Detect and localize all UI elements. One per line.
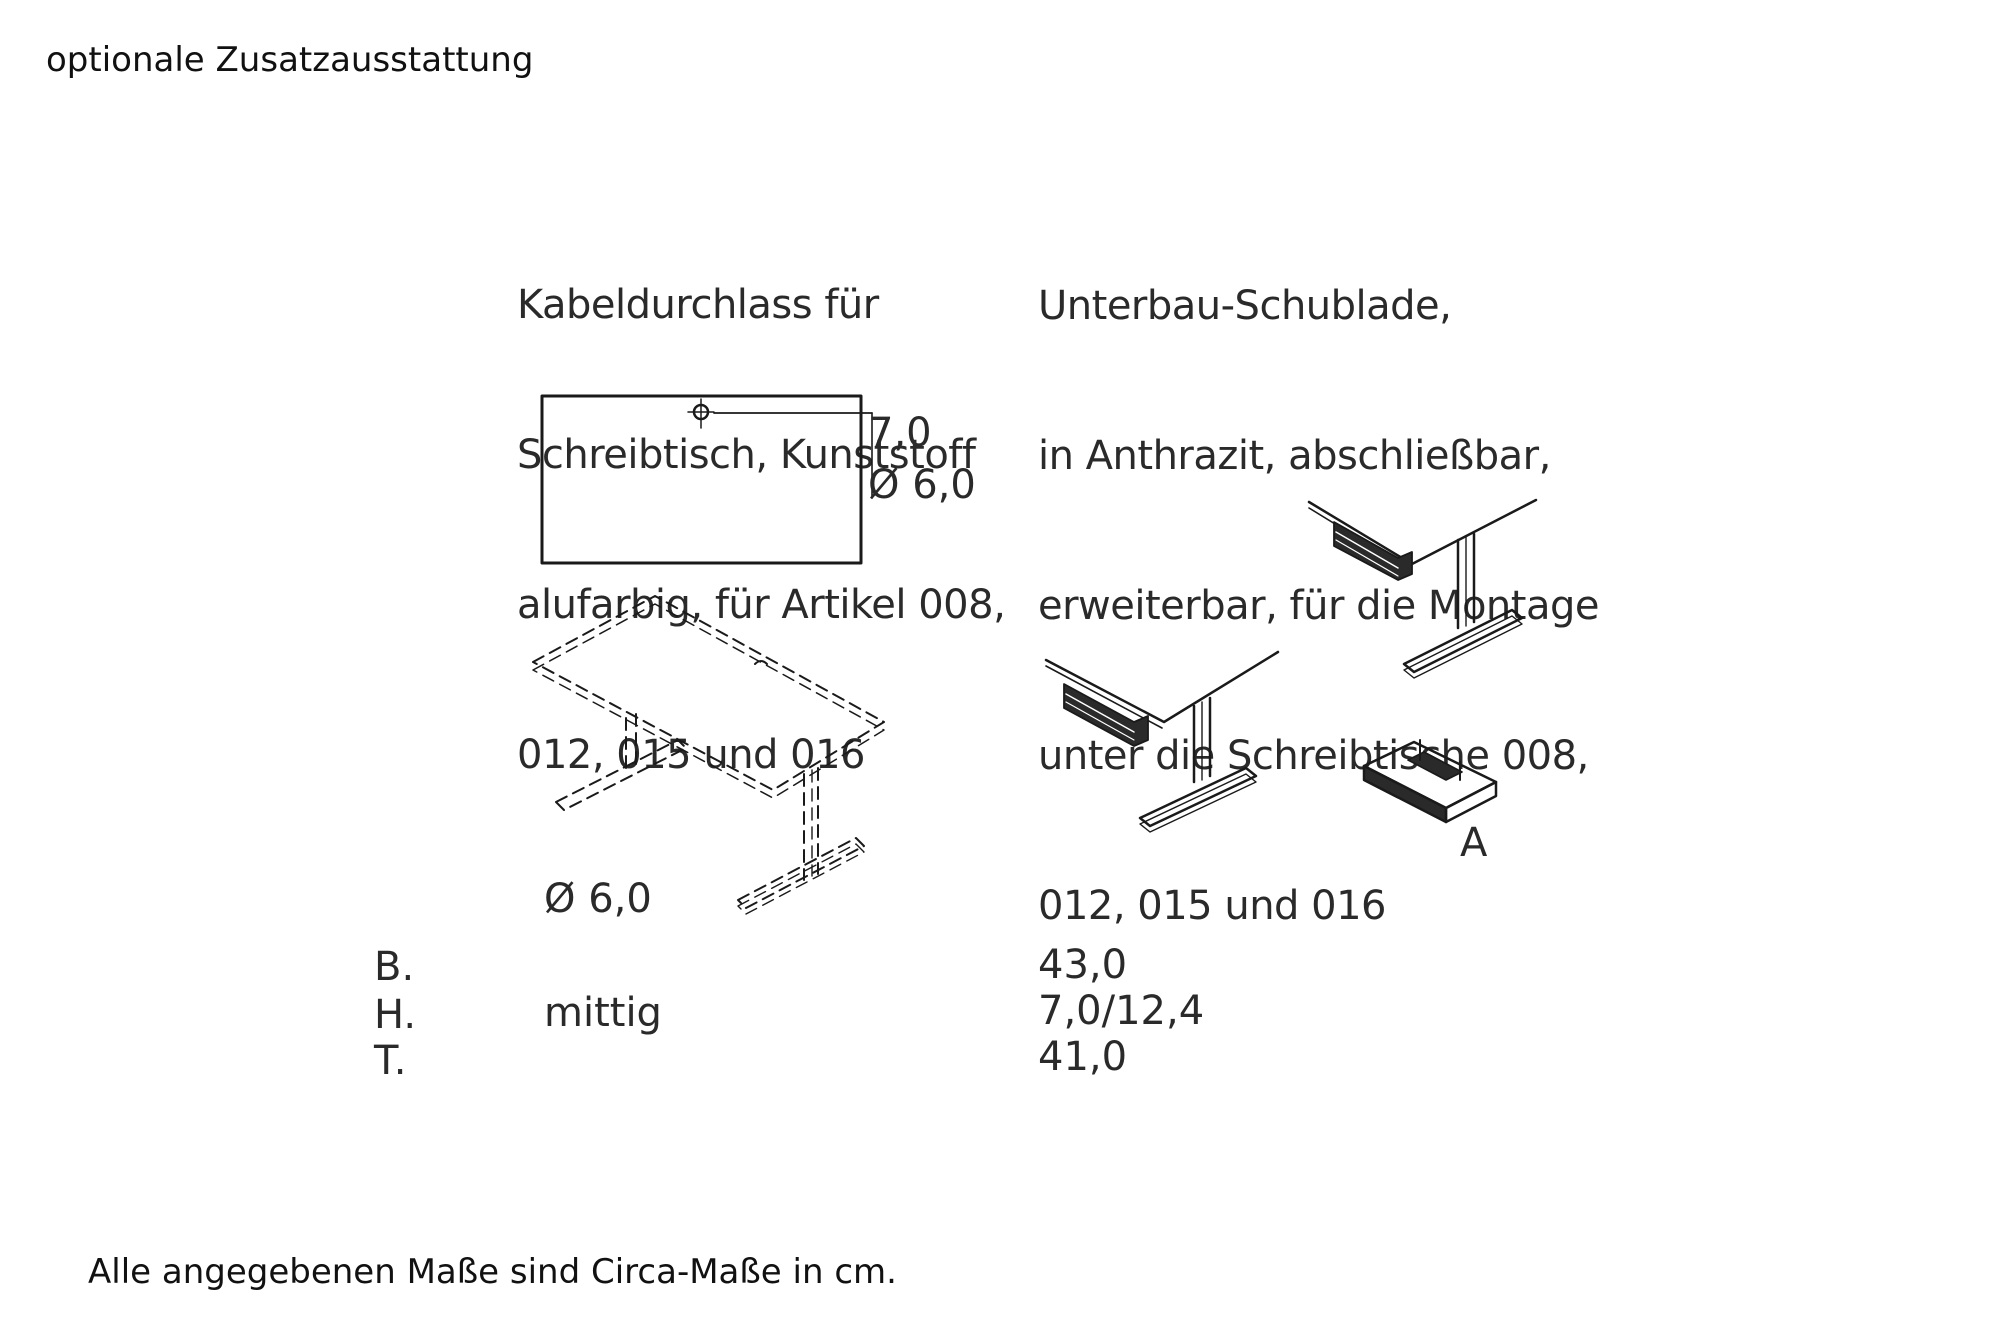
page-title: optionale Zusatzausstattung (46, 40, 534, 80)
footer-note: Alle angegebenen Maße sind Circa-Maße in… (88, 1252, 897, 1292)
drawer-height-value: 7,0/12,4 (1038, 988, 1205, 1034)
desk-top-view (540, 394, 873, 565)
description-line: 012, 015 und 016 (1038, 883, 1386, 929)
desk-with-drawer-front (1044, 650, 1280, 833)
cable-passage-description: Kabeldurchlass für Schreibtisch, Kunstst… (517, 180, 1006, 830)
iso-diameter-label: Ø 6,0 (544, 876, 652, 922)
desk-with-drawer-back (1307, 498, 1538, 679)
accessory-insert (1362, 739, 1498, 824)
dimension-label-width: B. (374, 944, 415, 990)
offset-dimension-label: 7,0 (868, 410, 932, 456)
drawer-depth-value: 41,0 (1038, 1034, 1128, 1080)
description-line: in Anthrazit, abschließbar, (1038, 433, 1551, 479)
drawer-description: Unterbau-Schublade, in Anthrazit, abschl… (1038, 181, 1599, 981)
dimension-label-depth: T. (374, 1038, 407, 1084)
drawer-width-value: 43,0 (1038, 942, 1128, 988)
accessory-label: A (1460, 820, 1488, 866)
description-line: Schreibtisch, Kunststoff (517, 432, 976, 478)
description-line: Kabeldurchlass für (517, 282, 879, 328)
hole-diameter-label: Ø 6,0 (868, 462, 976, 508)
dimension-label-height: H. (374, 992, 417, 1038)
description-line: 012, 015 und 016 (517, 732, 866, 778)
cable-passage-height-value: mittig (544, 990, 662, 1036)
description-line: Unterbau-Schublade, (1038, 283, 1452, 329)
description-line: alufarbig, für Artikel 008, (517, 582, 1006, 628)
desk-iso-view (532, 595, 885, 915)
